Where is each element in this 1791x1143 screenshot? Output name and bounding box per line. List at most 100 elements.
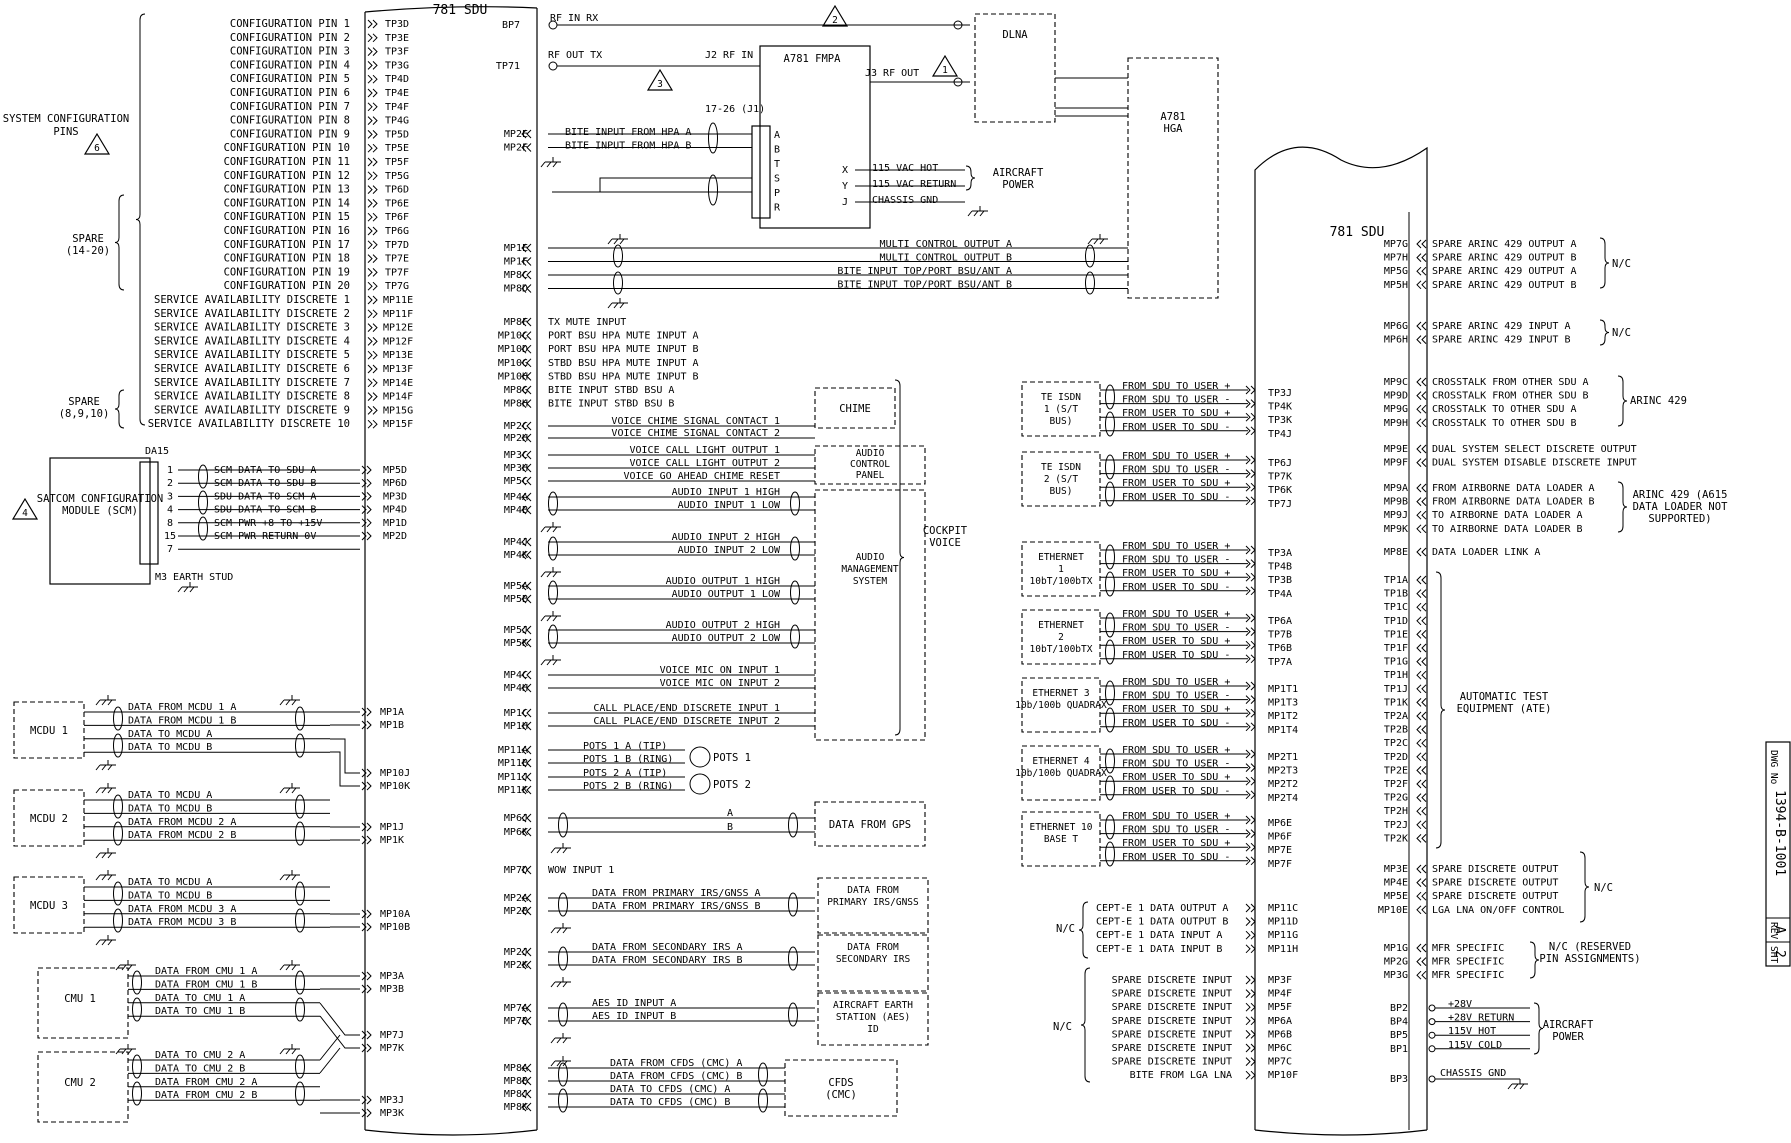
user-signal-label: FROM SDU TO USER + [1122, 381, 1230, 392]
user-sdu-pin: MP2T2 [1268, 779, 1298, 790]
connector-chevron [521, 129, 532, 139]
mute-label: PORT BSU HPA MUTE INPUT B [548, 344, 699, 355]
connector-chevron [361, 465, 372, 475]
connector-chevron [1245, 829, 1256, 838]
power-pin: J [842, 197, 848, 208]
user-signal-label: FROM USER TO SDU + [1122, 408, 1230, 419]
pots-label: POTS 2 A (TIP) [583, 768, 667, 779]
note-1-icon-number: 1 [942, 65, 948, 76]
user-sdu-pin: TP4A [1268, 589, 1292, 600]
spare-input-label: BITE FROM LGA LNA [1130, 1070, 1232, 1081]
connector-chevron [367, 19, 378, 29]
voice-pin: MP2C [504, 421, 528, 432]
loader-link-pin: MP8E [1384, 547, 1408, 558]
spare-input-label: SPARE DISCRETE INPUT [1112, 989, 1232, 1000]
scm-signal-label: SCM PWR +8 TO +15V [214, 518, 322, 529]
ams-box [814, 489, 926, 741]
sht-label: SHT [1768, 946, 1779, 963]
connector-chevron [1245, 790, 1256, 800]
connector-chevron [1245, 586, 1256, 596]
rf-connector-icon [548, 61, 558, 71]
mcdu-shared-pin: MP10J [380, 768, 410, 779]
user-sdu-pin: TP4B [1268, 562, 1292, 573]
connector-chevron [521, 243, 532, 253]
voice-label: VOICE CALL LIGHT OUTPUT 2 [629, 458, 780, 469]
connector-chevron [1416, 738, 1427, 748]
arinc-in-brace [1599, 319, 1610, 346]
connector-chevron [1416, 616, 1427, 626]
user-signal-label: FROM SDU TO USER + [1122, 609, 1230, 620]
cfds-box [784, 1059, 898, 1117]
config-pin-label: CONFIGURATION PIN 1 [230, 18, 350, 30]
connector-chevron [1416, 575, 1427, 585]
mute-pin: MP8H [504, 399, 528, 410]
user-sdu-pin: MP6E [1268, 818, 1292, 829]
hga-box [1127, 57, 1219, 299]
connector-chevron [1245, 1043, 1256, 1053]
fmpa-pin: B [774, 145, 780, 156]
rev-value: A [1772, 926, 1787, 934]
connector-chevron [1416, 793, 1427, 802]
voice-label: AUDIO OUTPUT 2 HIGH [666, 620, 780, 631]
service-discrete-pin: MP15G [383, 405, 413, 416]
spare-input-pin: MP4F [1268, 989, 1292, 1000]
right-sdu-title: 781 SDU [1330, 225, 1385, 240]
hpa-pin: MP2F [504, 143, 528, 154]
shield-icon [788, 892, 798, 917]
connector-chevron [367, 102, 378, 112]
connector-chevron [1416, 970, 1427, 980]
connector-chevron [1416, 404, 1427, 414]
user-signal-label: FROM USER TO SDU - [1122, 786, 1230, 797]
mfr-specific-label: MFR SPECIFIC [1432, 943, 1504, 954]
data-loader-pin: MP9A [1384, 483, 1408, 494]
connector-chevron [361, 518, 372, 528]
shield-icon [788, 1002, 798, 1027]
connector-chevron [367, 74, 378, 84]
mfr-specific-pin: MP3G [1384, 970, 1408, 981]
ate-pin: TP2C [1384, 738, 1408, 749]
tp71-pin: TP71 [496, 61, 520, 72]
arinc-out-label: SPARE ARINC 429 OUTPUT A [1432, 266, 1577, 277]
connector-chevron [1245, 572, 1256, 582]
shield-icon [788, 812, 798, 838]
config-pin-label: CONFIGURATION PIN 16 [224, 225, 350, 237]
cept-label: CEPT-E 1 DATA INPUT B [1096, 944, 1222, 955]
shield-icon [558, 1002, 568, 1027]
cfds-label: DATA TO CFDS (CMC) B [610, 1097, 730, 1108]
spare-output-pin: MP5E [1384, 891, 1408, 902]
ate-pin: TP1K [1384, 697, 1408, 708]
data-loader-label: TO AIRBORNE DATA LOADER A [1432, 510, 1583, 521]
cmu-name: CMU 2 [64, 1077, 96, 1089]
spare-input-pin: MP3F [1268, 975, 1292, 986]
connector-chevron [1416, 957, 1427, 966]
title-strip-box [1765, 741, 1791, 967]
cmu-shield [295, 1054, 305, 1079]
crosstalk-pin: MP9H [1384, 418, 1408, 429]
mcdu-sdu-pin: MP1J [380, 822, 404, 833]
mcdu-shield [295, 908, 305, 933]
rev-label: REV [1768, 922, 1779, 939]
ate-pin: TP2H [1384, 806, 1408, 817]
multi-label: BITE INPUT TOP/PORT BSU/ANT B [837, 280, 1012, 291]
audio-shield [548, 624, 558, 649]
config-pin-label: CONFIGURATION PIN 13 [224, 184, 350, 196]
voice-pin: MP4K [504, 550, 528, 561]
scm-connector [139, 461, 159, 565]
pots-label: POTS 1 B (RING) [583, 754, 673, 765]
spare-input-pin: MP6C [1268, 1043, 1292, 1054]
user-sdu-pin: TP6B [1268, 643, 1292, 654]
note-4-icon [11, 497, 39, 520]
gps-box [814, 801, 926, 847]
dual-system-label: DUAL SYSTEM DISABLE DISCRETE INPUT [1432, 458, 1637, 469]
power-label: +28V [1448, 999, 1472, 1010]
connector-chevron [1416, 377, 1427, 387]
user-sdu-pin: TP7J [1268, 499, 1292, 510]
connector-chevron [367, 47, 378, 56]
cfds-pin: MP8K [504, 1102, 528, 1113]
mute-pin: MP10H [498, 371, 528, 382]
connector-chevron [1245, 412, 1256, 422]
mcdu-shield [113, 706, 123, 731]
